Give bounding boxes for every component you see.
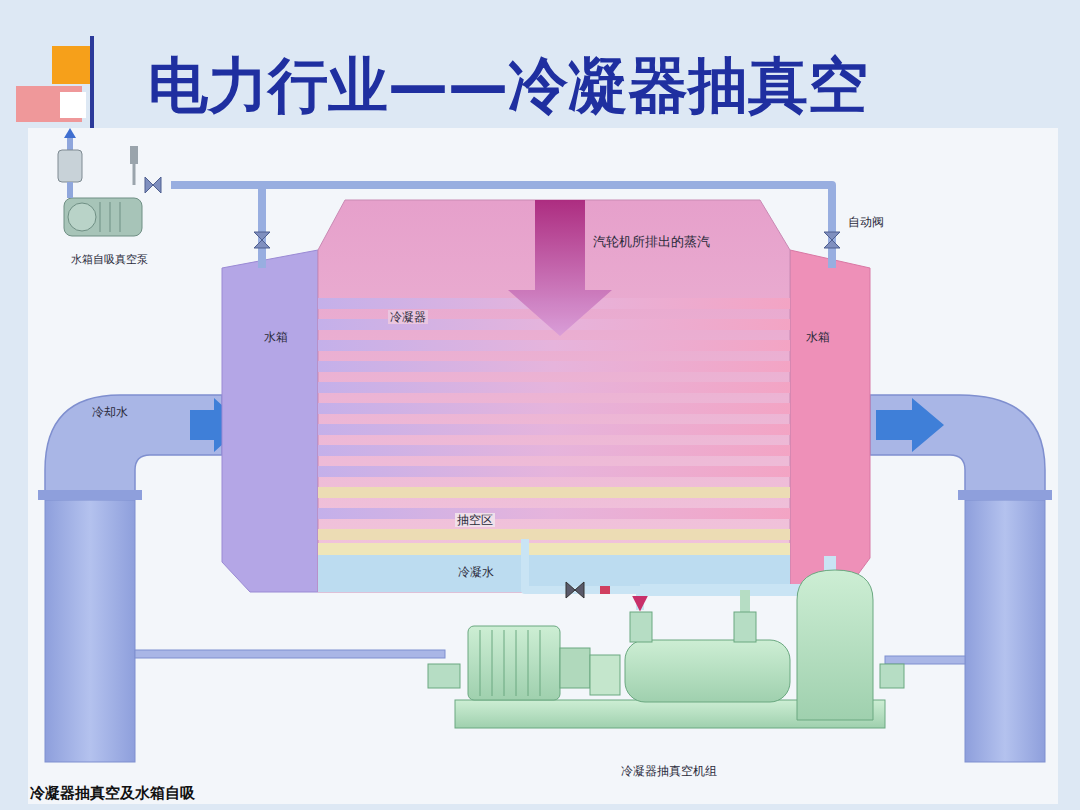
- outlet-column: [965, 500, 1045, 762]
- node-text: 冷凝器: [388, 310, 428, 324]
- pump-unit: 水箱自吸真空泵: [48, 145, 171, 275]
- water-box: [222, 250, 318, 592]
- water-box: [790, 250, 870, 592]
- valve-symbol: [145, 177, 161, 193]
- air-zone: 抽空区: [445, 507, 545, 539]
- tube-bank: 冷凝器: [318, 290, 790, 505]
- water-box: 水箱: [222, 268, 318, 558]
- vacuum-pump-symbol: [58, 128, 142, 236]
- valve-symbol: [824, 232, 840, 248]
- pipe-connector: [171, 185, 262, 268]
- valve-symbol: [254, 232, 270, 248]
- flow-arrow: [876, 398, 944, 452]
- vacuum-unit-symbol: [428, 570, 904, 728]
- condenser-shell: 汽轮机所排出的蒸汽冷凝器抽空区冷凝水: [318, 200, 790, 592]
- valve-symbol: [566, 582, 584, 598]
- node-text: 冷凝器抽真空机组: [440, 764, 898, 778]
- node-text: 水箱: [806, 330, 830, 344]
- seal-water-pipe: [135, 650, 445, 658]
- label: 冷却水: [92, 404, 128, 421]
- inlet-column: [45, 500, 135, 762]
- node-text: 水箱自吸真空泵: [48, 253, 171, 266]
- title: 电力行业——冷凝器抽真空: [148, 46, 868, 127]
- flange: [38, 490, 142, 500]
- pipe-connector: [171, 185, 832, 268]
- deco-square: [60, 92, 86, 118]
- hotwell: 冷凝水: [318, 555, 790, 592]
- outlet-pipe: [870, 395, 1045, 495]
- deco-line: [90, 36, 94, 132]
- pipe-connector: [525, 539, 640, 610]
- deco-square: [52, 46, 90, 84]
- flange: [958, 490, 1052, 500]
- condenser-shell: [318, 200, 790, 592]
- seal-water-pipe: [885, 656, 965, 664]
- node-text: 汽轮机所排出的蒸汽: [593, 234, 710, 250]
- node-text: 水箱: [264, 330, 288, 344]
- picture-panel: [28, 128, 1058, 804]
- tube-bank: [318, 298, 790, 555]
- caption: 冷凝器抽真空及水箱自吸: [30, 784, 195, 803]
- flow-mark: [600, 586, 610, 594]
- label: 自动阀: [848, 214, 884, 231]
- steam-arrow: [508, 200, 612, 336]
- node-text: 抽空区: [455, 513, 495, 527]
- node-text: 冷凝水: [458, 565, 494, 579]
- vacuum-unit: 冷凝器抽真空机组: [440, 610, 898, 785]
- water-box: 水箱: [790, 268, 870, 558]
